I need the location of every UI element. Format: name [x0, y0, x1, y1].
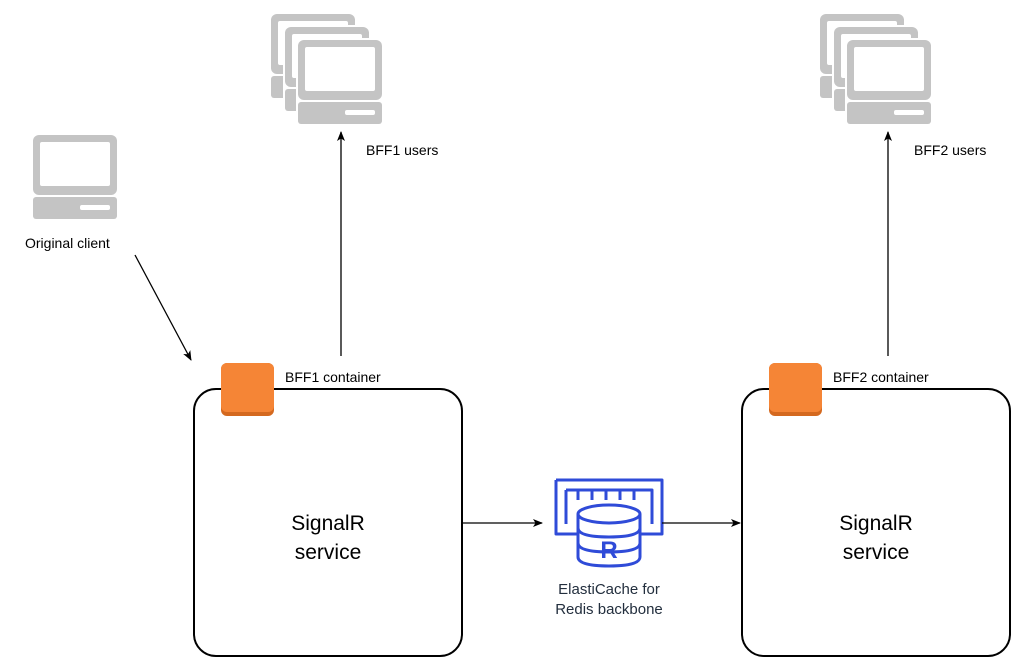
bff2-users-label: BFF2 users: [914, 142, 987, 158]
svg-text:R: R: [600, 537, 617, 564]
bff2-signalr-service-box: [741, 388, 1011, 657]
client-to-bff1-arrow: [134, 254, 192, 361]
bff2-users-icon: [818, 12, 933, 128]
bff1-service-line1: SignalR: [291, 512, 365, 535]
bff1-users-icon: [269, 12, 384, 128]
original-client-icon: [33, 135, 117, 219]
bff1-service-line2: service: [294, 541, 362, 564]
bff2-service-title: SignalR service: [742, 509, 1010, 567]
bff1-container-icon: [221, 363, 274, 416]
bff1-service-title: SignalR service: [194, 509, 462, 567]
bff2-container-icon: [769, 363, 822, 416]
redis-backbone-label: ElastiCache for Redis backbone: [509, 580, 709, 620]
elasticache-redis-icon: R: [554, 478, 664, 568]
redis-label-line1: ElastiCache for: [558, 581, 660, 598]
bff2-service-line1: SignalR: [839, 512, 913, 535]
redis-label-line2: Redis backbone: [555, 601, 663, 618]
bff1-users-label: BFF1 users: [366, 142, 439, 158]
bff1-container-label: BFF1 container: [285, 369, 381, 385]
bff2-container-label: BFF2 container: [833, 369, 929, 385]
bff2-service-line2: service: [842, 541, 910, 564]
original-client-label: Original client: [25, 235, 110, 251]
